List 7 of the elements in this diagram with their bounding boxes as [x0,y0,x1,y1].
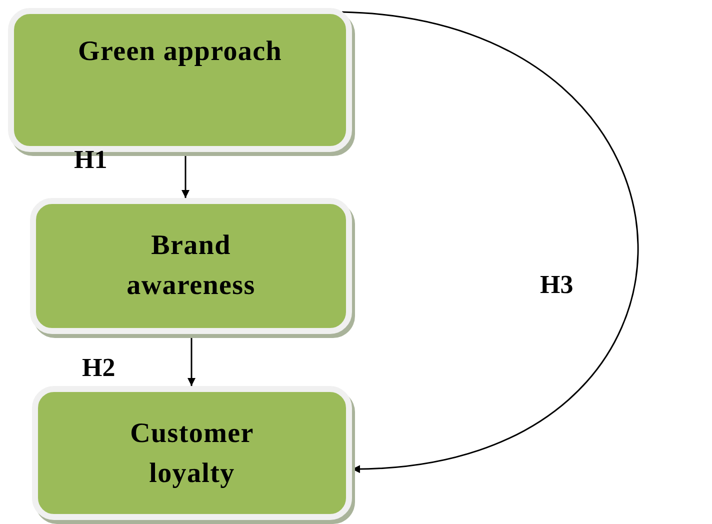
edge-label: H2 [82,355,116,381]
box-label: Green approach [78,35,282,69]
box-label: Brand awareness [126,229,256,303]
box-label: Customer loyalty [129,417,255,491]
edge-label: H3 [540,272,574,298]
arrow [342,11,639,472]
edge-label: H1 [74,147,108,173]
